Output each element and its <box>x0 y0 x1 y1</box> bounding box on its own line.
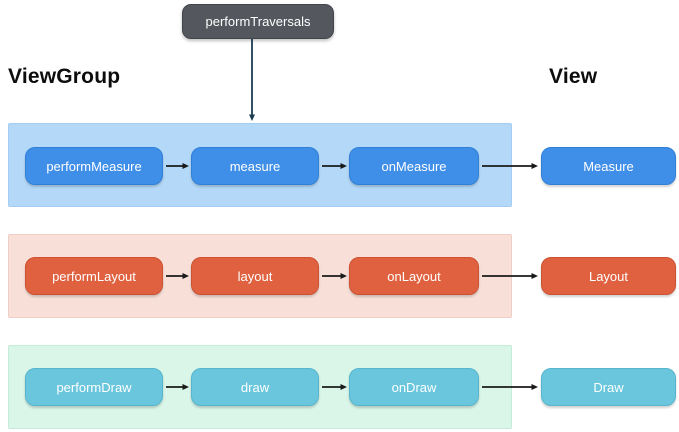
node-layout: layout <box>191 257 319 295</box>
node-on-layout-label: onLayout <box>387 268 441 284</box>
heading-viewgroup: ViewGroup <box>8 65 121 88</box>
node-measure: measure <box>191 147 319 185</box>
heading-view: View <box>549 65 598 88</box>
node-draw-label: draw <box>240 379 270 395</box>
node-layout-label: layout <box>237 268 273 284</box>
node-view-layout-label: Layout <box>588 268 629 284</box>
node-draw: draw <box>191 368 319 406</box>
node-view-draw-label: Draw <box>593 379 624 395</box>
node-perform-draw-label: performDraw <box>56 379 132 395</box>
node-view-draw: Draw <box>541 368 676 406</box>
node-on-measure-label: onMeasure <box>381 158 447 174</box>
node-on-draw-label: onDraw <box>391 379 437 395</box>
node-view-measure: Measure <box>541 147 676 185</box>
node-on-draw: onDraw <box>349 368 479 406</box>
node-perform-layout: performLayout <box>25 257 163 295</box>
node-measure-label: measure <box>229 158 281 174</box>
node-perform-layout-label: performLayout <box>52 268 136 284</box>
node-perform-measure-label: performMeasure <box>46 158 142 174</box>
node-view-measure-label: Measure <box>583 158 634 174</box>
node-perform-draw: performDraw <box>25 368 163 406</box>
node-perform-traversals-label: performTraversals <box>205 14 311 29</box>
node-view-layout: Layout <box>541 257 676 295</box>
node-perform-measure: performMeasure <box>25 147 163 185</box>
node-on-layout: onLayout <box>349 257 479 295</box>
node-perform-traversals: performTraversals <box>182 4 334 39</box>
node-on-measure: onMeasure <box>349 147 479 185</box>
